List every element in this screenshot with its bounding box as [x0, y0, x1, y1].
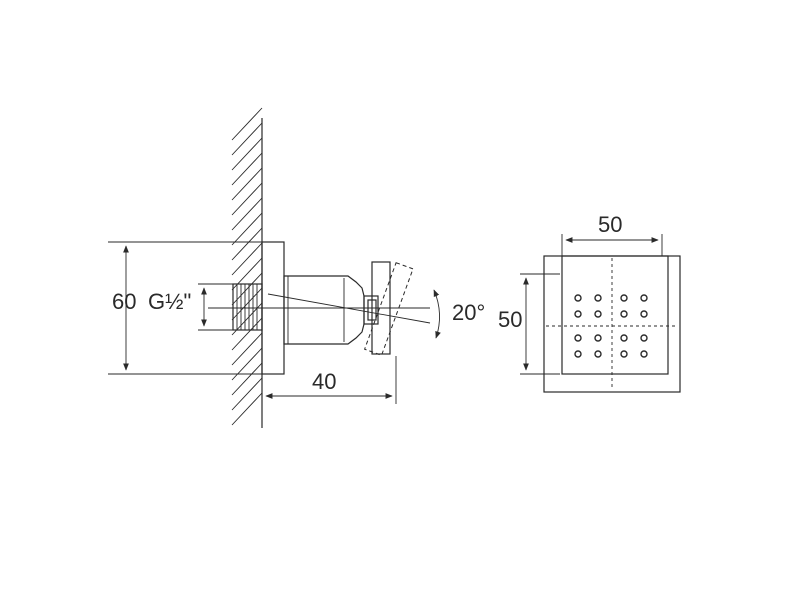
dimension-height-front [520, 273, 560, 375]
label-angle: 20° [452, 300, 485, 325]
nozzle [594, 334, 602, 342]
angle-arc [433, 289, 441, 339]
hatch-line [231, 152, 263, 186]
hatch-line [231, 257, 263, 291]
label-height-front: 50 [498, 307, 522, 332]
hatch-line [231, 332, 263, 366]
nozzle [640, 310, 648, 318]
nozzle [594, 350, 602, 358]
hatch-line [231, 392, 263, 426]
hatch-line [231, 347, 263, 381]
dimension-thread [198, 283, 233, 331]
label-width: 50 [598, 212, 622, 237]
nozzle-grid [574, 294, 648, 358]
connector-body [283, 275, 379, 345]
wall-hatching [231, 107, 263, 426]
threaded-inlet [232, 283, 263, 331]
hatch-line [231, 287, 263, 321]
nozzle [594, 310, 602, 318]
nozzle [620, 294, 628, 302]
front-view: 50 50 [498, 212, 681, 393]
tilt-axis [267, 293, 431, 324]
dimension-width [561, 234, 663, 256]
hatch-line [231, 122, 263, 156]
nozzle [574, 310, 582, 318]
head-inner [561, 255, 669, 375]
dimension-height [108, 241, 262, 375]
wall [231, 107, 263, 428]
nozzle [594, 294, 602, 302]
label-thread: G½" [148, 289, 191, 314]
nozzle [574, 334, 582, 342]
hatch-line [231, 107, 263, 141]
nozzle [574, 350, 582, 358]
hatch-line [231, 272, 263, 306]
hatch-line [231, 242, 263, 276]
hatch-line [231, 212, 263, 246]
hatch-line [231, 197, 263, 231]
nozzle [640, 350, 648, 358]
thread-lines [236, 284, 258, 330]
hatch-line [231, 362, 263, 396]
nozzle [640, 334, 648, 342]
nozzle [640, 294, 648, 302]
hatch-line [231, 317, 263, 351]
label-height: 60 [112, 289, 136, 314]
dimension-depth [265, 356, 397, 404]
hatch-line [231, 377, 263, 411]
nozzle [620, 350, 628, 358]
label-depth: 40 [312, 369, 336, 394]
hatch-line [231, 227, 263, 261]
hatch-line [231, 137, 263, 171]
spray-head-tilted [363, 262, 414, 356]
nozzle [620, 310, 628, 318]
hatch-line [231, 167, 263, 201]
hatch-line [231, 182, 263, 216]
side-view: 60 G½" 40 20° [108, 107, 485, 428]
nozzle [574, 294, 582, 302]
nozzle [620, 334, 628, 342]
